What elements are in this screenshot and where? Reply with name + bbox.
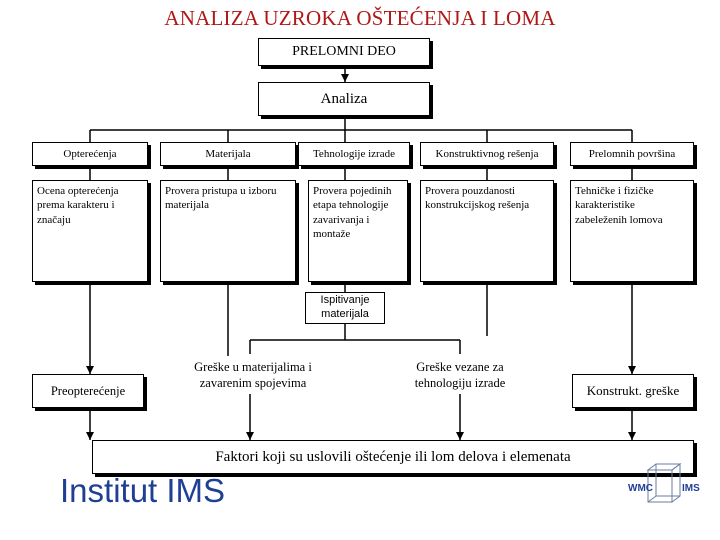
detail-prelomnih: Tehničke i fizičke karakteristike zabele… (570, 180, 694, 282)
category-konstruktivnog: Konstruktivnog rešenja (420, 142, 554, 166)
detail-materijala: Provera pristupa u izboru materijala (160, 180, 296, 282)
detail-tehnologije: Provera pojedinih etapa tehnologije zava… (308, 180, 408, 282)
category-tehnologije: Tehnologije izrade (298, 142, 410, 166)
detail-konstruktivnog: Provera pouzdanosti konstrukcijskog reše… (420, 180, 554, 282)
overload-box: Preopterećenje (32, 374, 144, 408)
institute-brand: Institut IMS (60, 472, 226, 509)
design-errors-box: Konstrukt. greške (572, 374, 694, 408)
detail-opterecenja: Ocena opterećenja prema karakteru i znač… (32, 180, 148, 282)
diagram-title: ANALIZA UZROKA OŠTEĆENJA I LOMA (164, 6, 556, 30)
testing-box: Ispitivanje materijala (305, 292, 385, 324)
logo-right-text: IMS (682, 483, 700, 494)
cube-logo-icon: WMC IMS (628, 463, 700, 503)
category-opterecenja: Opterećenja (32, 142, 148, 166)
technology-errors-label: Greške vezane za tehnologiju izrade (414, 360, 506, 390)
category-prelomnih: Prelomnih površina (570, 142, 694, 166)
analysis-box: Analiza (258, 82, 430, 116)
category-materijala: Materijala (160, 142, 296, 166)
prelomni-deo-box: PRELOMNI DEO (258, 38, 430, 66)
logo-left-text: WMC (628, 483, 653, 494)
factors-box: Faktori koji su uslovili oštećenje ili l… (92, 440, 694, 474)
material-errors-label: Greške u materijalima i zavarenim spojev… (194, 360, 312, 390)
